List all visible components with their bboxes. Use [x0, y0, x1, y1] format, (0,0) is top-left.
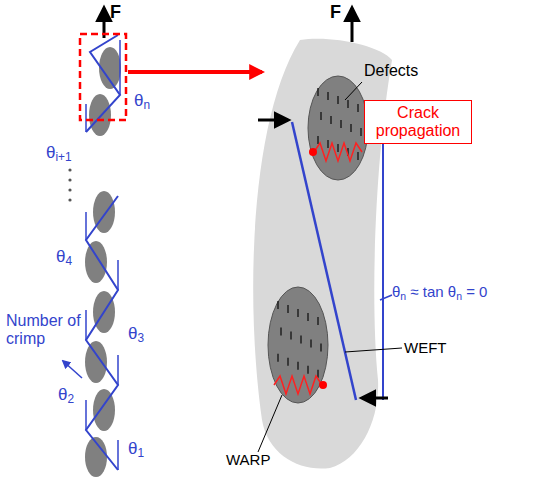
- continuation-dots: [68, 168, 71, 201]
- angle-label: θ2: [58, 386, 74, 406]
- annotation-text: Crack propagation: [370, 104, 466, 140]
- force-arrow: [351, 8, 354, 42]
- weft-label: WEFT: [404, 340, 447, 357]
- reference-line: [382, 140, 384, 400]
- angle-label: θ1: [128, 440, 144, 460]
- angle-equation: θn ≈ tan θn = 0: [392, 284, 487, 302]
- leader-line: [345, 82, 362, 100]
- weft-yarn: [292, 122, 356, 400]
- defect-marks: [278, 88, 361, 378]
- load-arrow: [258, 119, 288, 122]
- weft-yarn: [86, 35, 120, 132]
- warp-yarn: [268, 287, 328, 403]
- warp-yarn: [89, 94, 111, 136]
- warp-yarn: [308, 76, 368, 180]
- zoom-arrow: [128, 70, 262, 74]
- annotation-box: Crack propagation: [364, 100, 472, 144]
- yarn-chain: [63, 8, 262, 477]
- warp-yarn: [85, 341, 107, 383]
- angle-label: θ3: [128, 325, 144, 345]
- crack-tip: [319, 381, 327, 389]
- pointer-arrow: [63, 361, 82, 378]
- angle-label: θi+1: [46, 144, 72, 164]
- leader-line: [345, 348, 402, 352]
- crack: [274, 376, 322, 394]
- crack-tip: [309, 148, 317, 156]
- force-label: F: [330, 3, 341, 23]
- weft-yarn: [86, 196, 118, 470]
- crimp-label: Number of crimp: [6, 312, 86, 347]
- reference-lines: [86, 40, 120, 470]
- angle-label: θ4: [56, 248, 72, 268]
- leader-line: [258, 395, 282, 452]
- zoom-box: [80, 34, 126, 120]
- defect-label: Defects: [364, 62, 418, 80]
- angle-leader: [380, 295, 392, 300]
- load-arrow: [362, 397, 388, 400]
- angle-label: θn: [134, 92, 150, 112]
- warp-label: WARP: [226, 452, 270, 469]
- warp-yarn: [85, 241, 107, 283]
- force-label: F: [110, 3, 121, 23]
- crack: [314, 143, 362, 161]
